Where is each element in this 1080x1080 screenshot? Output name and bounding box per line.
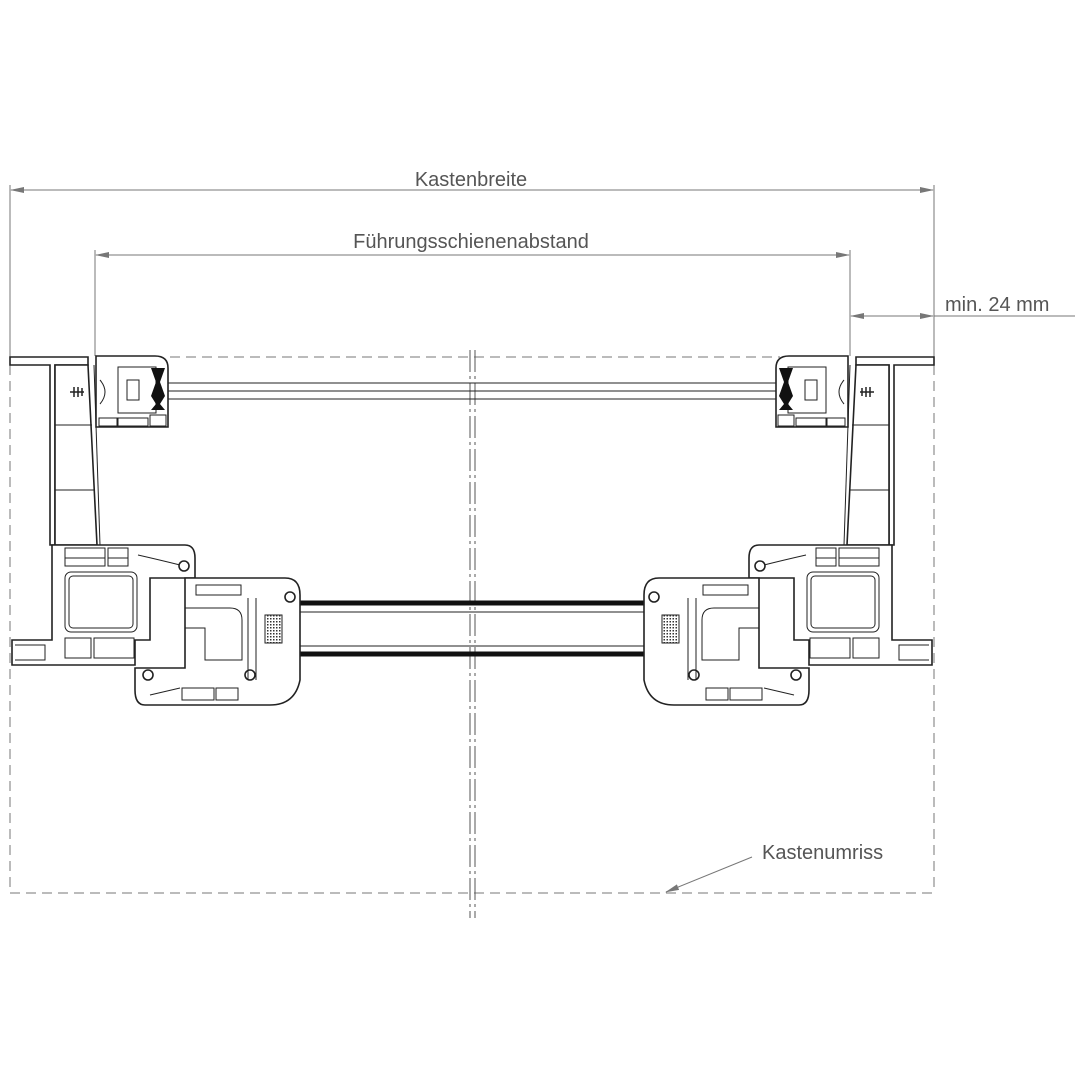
label-guide-rail-distance: Führungsschienenabstand xyxy=(353,231,589,253)
label-min-offset: min. 24 mm xyxy=(945,294,1049,316)
box-outline-callout: Kastenumriss xyxy=(665,842,883,893)
screen-bar xyxy=(140,382,805,400)
dimension-guide-rail-distance: Führungsschienenabstand xyxy=(94,231,851,356)
dimension-box-width: Kastenbreite xyxy=(9,169,935,365)
dimension-min-offset: min. 24 mm xyxy=(850,294,1075,319)
left-profile-section xyxy=(9,355,301,706)
label-box-outline: Kastenumriss xyxy=(762,842,883,864)
glazing xyxy=(256,600,686,657)
right-profile-section xyxy=(643,355,935,706)
label-box-width: Kastenbreite xyxy=(415,169,527,191)
